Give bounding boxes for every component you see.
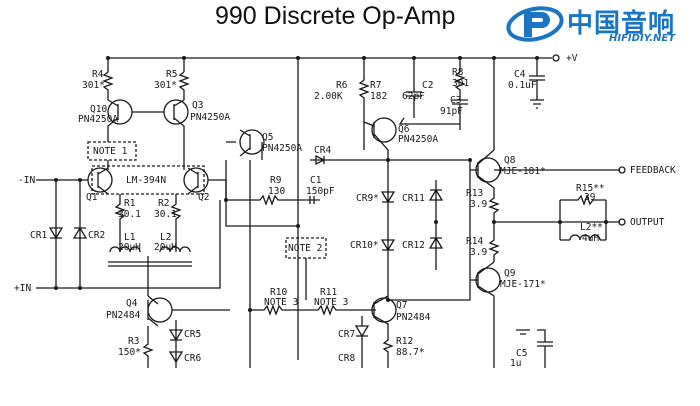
c1-ref: C1 (310, 175, 322, 186)
inv-input: -IN (18, 175, 35, 186)
q10-ref: Q10 (90, 104, 107, 115)
l2s-value: 4uH (582, 233, 599, 244)
r12-value: 88.7* (396, 347, 425, 358)
r2-value: 30.1 (154, 209, 177, 220)
c4-value: 0.1uF (508, 80, 537, 91)
r12-ref: R12 (396, 336, 413, 347)
q8-part: MJE-181* (500, 166, 546, 177)
q9-ref: Q9 (504, 268, 516, 279)
cr4-label: CR4 (314, 145, 331, 156)
r3-value: 150* (118, 347, 141, 358)
r10-value: NOTE 3 (264, 297, 298, 308)
r6-value: 2.00K (314, 91, 343, 102)
q6-ref: Q6 (398, 124, 410, 135)
cr5-label: CR5 (184, 329, 201, 340)
l1-value: 20uH (118, 242, 141, 253)
site-logo: 中国音响 HIFIDIY.NET (505, 2, 700, 46)
q1-ref: Q1 (86, 192, 98, 203)
q5-ref: Q5 (262, 132, 273, 143)
cr10-label: CR10* (350, 240, 379, 251)
r11-ref: R11 (320, 287, 337, 298)
l2-value: 20uH (154, 242, 177, 253)
c3-value: 91pF (440, 106, 463, 117)
r4-ref: R4 (92, 69, 104, 80)
q4-part: PN2484 (106, 310, 141, 321)
cr6-label: CR6 (184, 353, 201, 364)
l2-ref: L2 (160, 232, 171, 243)
c5-ref: C5 (516, 348, 527, 359)
c3-ref: C3 (450, 95, 461, 106)
note1-label: NOTE 1 (93, 146, 128, 157)
r1-value: 30.1 (118, 209, 141, 220)
cr8-label: CR8 (338, 353, 355, 364)
logo-mark-icon (506, 6, 564, 42)
r9-value: 130 (268, 186, 285, 197)
r15-value: 39 (584, 192, 596, 203)
l1-ref: L1 (124, 232, 136, 243)
r7-value: 182 (370, 91, 387, 102)
q7-ref: Q7 (396, 300, 407, 311)
q3-part: PN4250A (190, 112, 230, 123)
r11-value: NOTE 3 (314, 297, 348, 308)
c2-value: 62pF (402, 91, 425, 102)
r3-ref: R3 (128, 336, 139, 347)
noninv-input: +IN (14, 283, 31, 294)
cr7-label: CR7 (338, 329, 355, 340)
logo-url: HIFIDIY.NET (609, 33, 676, 44)
c5-value: 1u (510, 358, 521, 369)
page-title: 990 Discrete Op-Amp (215, 2, 456, 30)
r8-value: 301 (452, 78, 469, 89)
main-output: OUTPUT (630, 217, 665, 228)
q4-ref: Q4 (126, 298, 138, 309)
r13-ref: R13 (466, 188, 483, 199)
cropped-bottom-edge (0, 368, 700, 406)
c4-ref: C4 (514, 69, 526, 80)
c2-ref: C2 (422, 80, 433, 91)
r5-ref: R5 (166, 69, 177, 80)
r5-value: 301* (154, 80, 177, 91)
r9-ref: R9 (270, 175, 282, 186)
q8-ref: Q8 (504, 155, 516, 166)
feedback-output: FEEDBACK (630, 165, 676, 176)
cr2-label: CR2 (88, 230, 105, 241)
c1-value: 150pF (306, 186, 335, 197)
r8-ref: R8 (452, 67, 464, 78)
r15-ref: R15** (576, 183, 605, 194)
cr12-label: CR12 (402, 240, 425, 251)
ic-label: LM-394N (126, 175, 166, 186)
r1-ref: R1 (124, 198, 136, 209)
r7-ref: R7 (370, 80, 381, 91)
r14-value: 3.9 (470, 247, 487, 258)
q7-part: PN2484 (396, 312, 431, 323)
r13-value: 3.9 (470, 199, 487, 210)
q10-part: PN4250A (78, 114, 118, 125)
r6-ref: R6 (336, 80, 348, 91)
q2-ref: Q2 (198, 192, 209, 203)
q5-part: PN4250A (262, 143, 302, 154)
cr11-label: CR11 (402, 193, 425, 204)
q6-part: PN4250A (398, 134, 438, 145)
l2s-ref: L2** (580, 222, 603, 233)
cr9-label: CR9* (356, 193, 379, 204)
q9-part: MJE-171* (500, 279, 546, 290)
r2-ref: R2 (158, 198, 169, 209)
logo-text: 中国音响 (567, 9, 676, 39)
r4-value: 301* (82, 80, 105, 91)
note2-label: NOTE 2 (288, 243, 322, 254)
r10-ref: R10 (270, 287, 287, 298)
r14-ref: R14 (466, 236, 483, 247)
rail-pos: +V (566, 53, 578, 64)
cr1-label: CR1 (30, 230, 47, 241)
q3-ref: Q3 (192, 100, 203, 111)
